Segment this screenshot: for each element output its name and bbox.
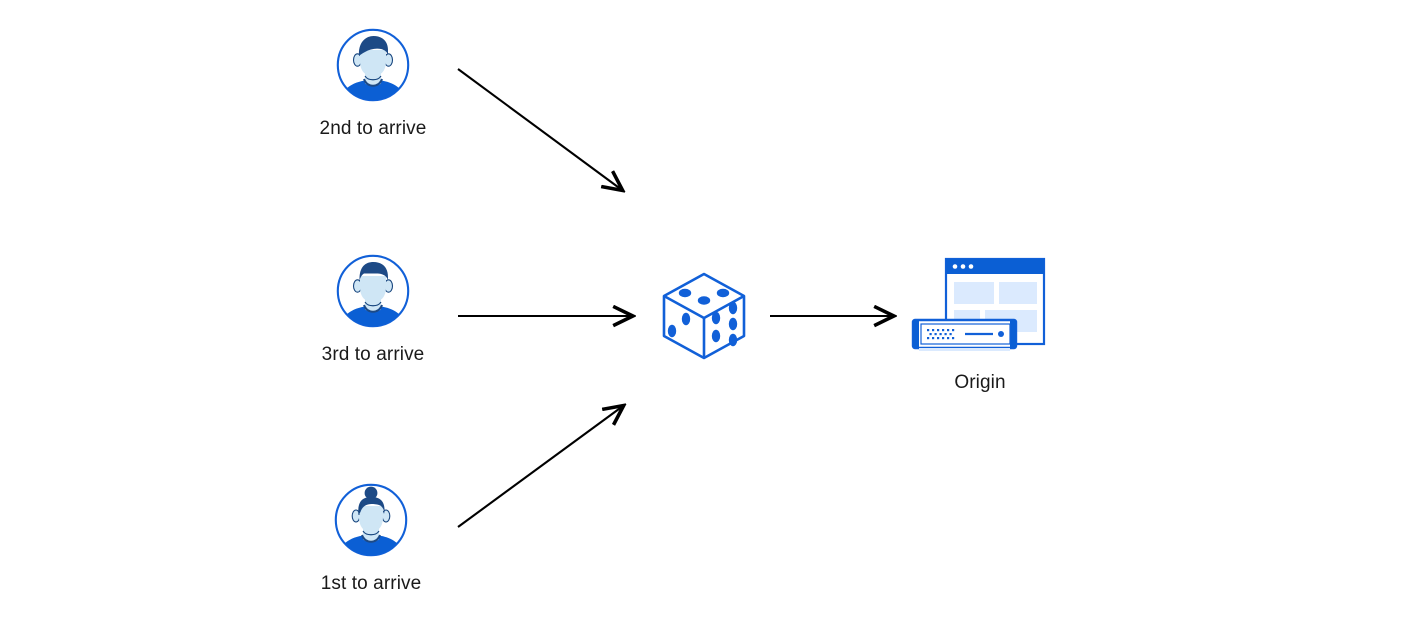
node-label-user-1st: 1st to arrive <box>320 573 422 594</box>
dice-icon <box>654 266 754 371</box>
node-dice[interactable] <box>654 266 754 366</box>
user-avatar-icon <box>332 481 410 559</box>
user-avatar-icon <box>334 26 412 104</box>
node-user-1st[interactable]: 1st to arrive <box>301 481 441 596</box>
node-label-user-3rd: 3rd to arrive <box>321 344 425 365</box>
server-appliance <box>911 318 1018 351</box>
arrow-1st-to-dice <box>457 406 623 528</box>
node-label-user-2nd: 2nd to arrive <box>319 118 427 139</box>
node-label-origin: Origin <box>954 372 1006 393</box>
node-origin[interactable]: Origin <box>890 255 1070 395</box>
node-user-3rd[interactable]: 3rd to arrive <box>303 252 443 367</box>
origin-server-icon <box>905 255 1055 360</box>
arrow-2nd-to-dice <box>457 68 622 190</box>
user-avatar-icon <box>334 252 412 330</box>
node-user-2nd[interactable]: 2nd to arrive <box>303 26 443 141</box>
